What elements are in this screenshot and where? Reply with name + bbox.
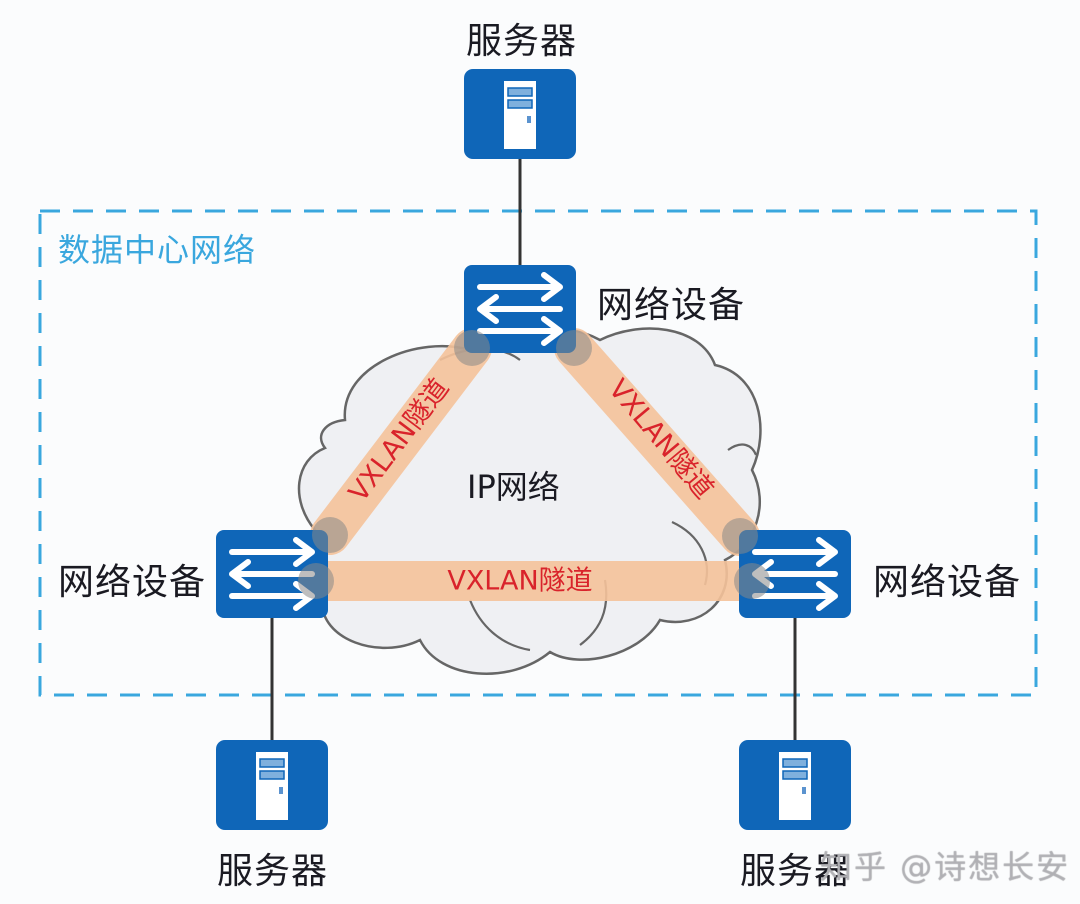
data-center-zone-label: 数据中心网络 xyxy=(58,231,257,269)
watermark: 知乎 @诗想长安 xyxy=(820,848,1071,886)
switch-left-label: 网络设备 xyxy=(58,562,207,603)
server-icon xyxy=(215,739,329,831)
cloud-inner-arc xyxy=(468,599,531,652)
cloud-inner-arc xyxy=(727,443,758,456)
switch-top-label: 网络设备 xyxy=(597,285,746,326)
server-icon xyxy=(463,68,577,160)
tunnel-top-right-endpoint xyxy=(722,518,758,554)
server-bottom-left-label: 服务器 xyxy=(217,851,329,892)
tunnel-endpoints xyxy=(298,330,770,599)
tunnel-bottom-label: VXLAN隧道 xyxy=(447,566,592,597)
tunnel-bottom-endpoint xyxy=(734,563,770,599)
tunnel-top-right xyxy=(554,328,760,556)
switch-right-label: 网络设备 xyxy=(873,562,1022,603)
tunnel-bottom-endpoint xyxy=(298,563,334,599)
server-bottom-left xyxy=(215,739,329,831)
server-top xyxy=(463,68,577,160)
server-bottom-right-label: 服务器 xyxy=(740,851,852,892)
server-bottom-right xyxy=(738,739,852,831)
data-center-zone xyxy=(38,209,1038,697)
server-top-label: 服务器 xyxy=(466,21,578,62)
server-icon xyxy=(738,739,852,831)
link-lines xyxy=(270,158,797,742)
tunnel-top-left-endpoint xyxy=(312,517,348,553)
ip-network-label: IP网络 xyxy=(467,468,560,506)
tunnel-top-left-endpoint xyxy=(454,330,490,366)
vxlan-tunnels xyxy=(296,328,772,601)
tunnel-top-left xyxy=(310,328,492,555)
tunnel-top-right-endpoint xyxy=(556,330,592,366)
